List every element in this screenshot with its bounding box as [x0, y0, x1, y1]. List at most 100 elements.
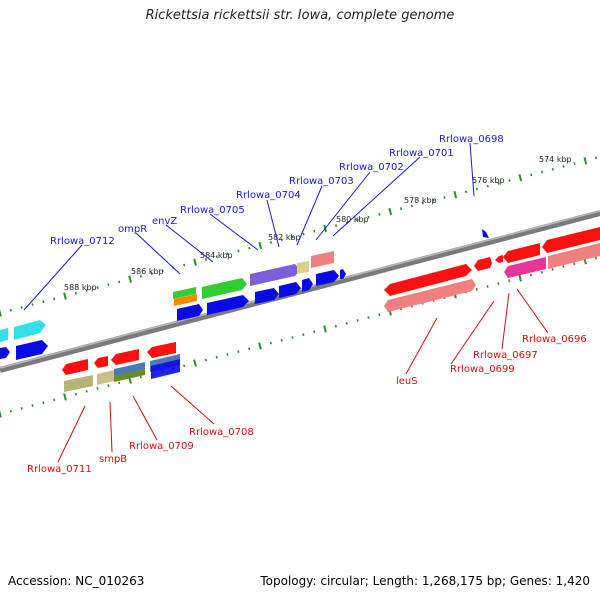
lower-scale-tick: [139, 375, 142, 379]
gene-red-0697[interactable]: [503, 243, 540, 263]
connector-rrlowa-0699: [450, 300, 495, 365]
gene-red-l4[interactable]: [147, 342, 176, 358]
lower-scale-tick: [53, 398, 56, 402]
upper-scale-tick: [465, 190, 468, 194]
connector-rrlowa-0705: [209, 213, 259, 251]
lower-scale-tick: [518, 274, 522, 282]
upper-label-connectors: [23, 142, 475, 311]
upper-scale-tick: [107, 283, 110, 287]
gene-blue-1[interactable]: [177, 304, 203, 321]
gene-blue-6[interactable]: [316, 270, 339, 286]
gene-leuS-shade[interactable]: [384, 279, 476, 312]
gene-blue-left-2[interactable]: [16, 340, 48, 360]
gene-blue-l2[interactable]: [151, 359, 180, 379]
connector-rrlowa-0709: [132, 395, 158, 441]
upper-scale-tick: [31, 303, 34, 306]
gene-red-l2[interactable]: [94, 356, 108, 368]
gene-blue-left-1[interactable]: [0, 347, 10, 359]
connector-rrlowa-0697: [501, 292, 510, 350]
gene-blue-2[interactable]: [207, 295, 249, 315]
upper-scale-tick: [518, 174, 523, 182]
gene-cyan-2[interactable]: [14, 320, 46, 340]
label-rrlowa-0708[interactable]: Rrlowa_0708: [189, 427, 254, 438]
upper-gene-labels: Rrlowa_0712 ompR envZ Rrlowa_0705 Rrlowa…: [50, 134, 504, 247]
label-rrlowa-0711[interactable]: Rrlowa_0711: [27, 464, 92, 475]
upper-scale-tick: [410, 204, 413, 208]
lower-scale-tick: [183, 364, 186, 368]
label-ompR[interactable]: ompR: [118, 224, 147, 235]
gene-red-l1[interactable]: [62, 359, 88, 375]
upper-scale-tick: [367, 215, 370, 219]
lower-scale-tick: [258, 342, 262, 350]
upper-scale-tick: [183, 263, 186, 267]
gene-magenta[interactable]: [504, 257, 546, 278]
gene-khaki-l1[interactable]: [64, 375, 93, 392]
gene-green-big[interactable]: [202, 278, 247, 299]
lower-scale-tick: [215, 355, 218, 359]
label-rrlowa-0698[interactable]: Rrlowa_0698: [439, 134, 504, 145]
upper-scale-tick: [443, 196, 446, 199]
gene-blue-4[interactable]: [279, 282, 301, 298]
connector-rrlowa-0701: [332, 156, 421, 237]
upper-scale-tick: [258, 241, 262, 249]
upper-scale-tick: [63, 292, 67, 300]
gene-red-0696[interactable]: [542, 227, 600, 253]
lower-genes-right: [384, 227, 600, 312]
upper-scale-tick: [237, 249, 240, 253]
gene-salmon-small[interactable]: [311, 251, 334, 268]
label-rrlowa-0704[interactable]: Rrlowa_0704: [236, 190, 301, 201]
lower-scale-tick: [20, 406, 23, 410]
upper-scale-tick: [204, 258, 208, 261]
upper-scale-tick: [378, 212, 381, 216]
genome-summary-text: Topology: circular; Length: 1,268,175 bp…: [260, 574, 590, 588]
label-envZ[interactable]: envZ: [152, 216, 177, 227]
lower-scale-tick: [107, 384, 110, 388]
upper-scale-tick: [530, 173, 533, 177]
gene-salmon-right[interactable]: [548, 243, 600, 269]
gene-blue-marker[interactable]: [482, 229, 489, 238]
upper-scale-tick: [497, 181, 500, 185]
gene-red-small-2[interactable]: [495, 255, 503, 263]
upper-scale-tick: [399, 207, 403, 211]
gene-khaki[interactable]: [297, 261, 309, 274]
gene-red-small-1[interactable]: [474, 257, 492, 271]
gene-leuS[interactable]: [384, 264, 472, 296]
label-rrlowa-0712[interactable]: Rrlowa_0712: [50, 236, 115, 247]
lower-gene-labels: Rrlowa_0711 smpB Rrlowa_0709 Rrlowa_0708…: [27, 334, 587, 475]
upper-scale-tick: [150, 272, 153, 275]
gene-green-small[interactable]: [173, 287, 196, 299]
label-rrlowa-0703[interactable]: Rrlowa_0703: [289, 176, 354, 187]
upper-scale-tick: [42, 300, 45, 304]
label-smpB[interactable]: smpB: [99, 454, 127, 465]
lower-scale-tick: [85, 389, 88, 393]
gene-red-l3[interactable]: [111, 349, 139, 365]
upper-scale-tick: [540, 170, 544, 174]
lower-scale-tick: [594, 256, 598, 260]
gene-blue-3[interactable]: [255, 288, 279, 304]
label-rrlowa-0702[interactable]: Rrlowa_0702: [339, 162, 404, 173]
scale-label-578: 578 kbp: [404, 196, 437, 205]
label-rrlowa-0696[interactable]: Rrlowa_0696: [522, 334, 587, 345]
label-leuS[interactable]: leuS: [396, 376, 418, 387]
connector-rrlowa-0708: [170, 385, 215, 425]
label-rrlowa-0709[interactable]: Rrlowa_0709: [129, 441, 194, 452]
upper-scale-tick: [193, 258, 197, 266]
gene-blue-5[interactable]: [302, 278, 313, 292]
upper-scale-tick: [475, 187, 479, 191]
gene-cyan-1[interactable]: [0, 328, 8, 342]
lower-scale-tick: [193, 359, 197, 367]
label-rrlowa-0697[interactable]: Rrlowa_0697: [473, 350, 538, 361]
upper-scale-tick: [128, 275, 132, 283]
upper-scale-tick: [291, 235, 294, 239]
gene-olive-l1[interactable]: [114, 369, 145, 382]
lower-scale-tick: [96, 387, 99, 390]
upper-genes: [0, 229, 489, 360]
gene-blue-tiny[interactable]: [340, 269, 346, 279]
label-rrlowa-0705[interactable]: Rrlowa_0705: [180, 205, 245, 216]
gene-orange-small[interactable]: [174, 294, 197, 306]
gene-purple[interactable]: [250, 264, 300, 286]
label-rrlowa-0701[interactable]: Rrlowa_0701: [389, 148, 454, 159]
gene-khaki-l2[interactable]: [97, 370, 114, 385]
label-rrlowa-0699[interactable]: Rrlowa_0699: [450, 364, 515, 375]
